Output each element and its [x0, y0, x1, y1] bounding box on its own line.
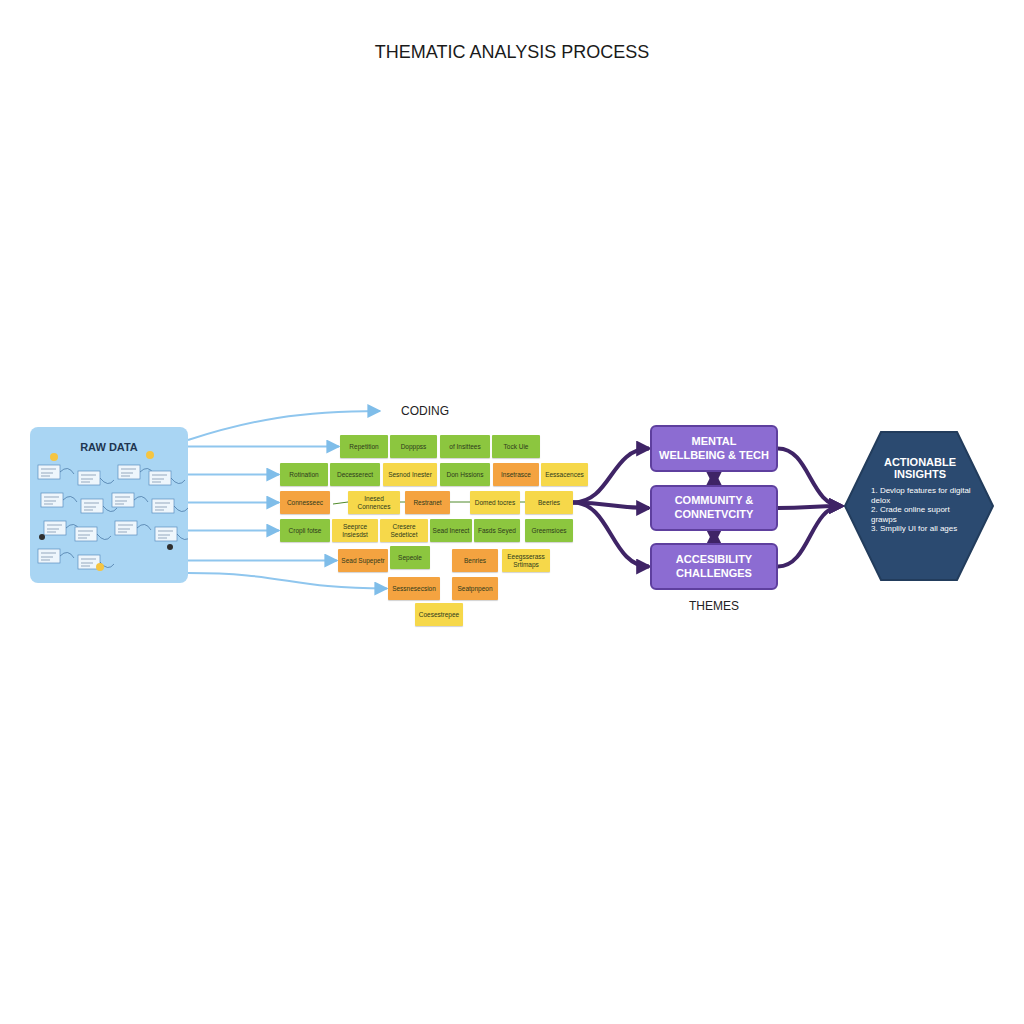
- node-text: RAW DATA: [30, 441, 188, 453]
- node-text: Cresere Sedeticet: [382, 523, 426, 538]
- node-text: Sead Inerect: [432, 527, 470, 534]
- code-note: Domed tocres: [470, 491, 520, 514]
- code-note: Eessacences: [541, 463, 588, 486]
- theme-flow-arrow: [712, 532, 716, 542]
- theme-flow-arrow: [712, 473, 716, 484]
- node-text: Rotination: [282, 471, 326, 478]
- node-text: of Insittees: [442, 443, 488, 450]
- code-note: Eeegsserass Srtimaps: [502, 549, 550, 572]
- data-flow-arrow: [188, 560, 337, 562]
- diagram-title: THEMATIC ANALYSIS PROCESS: [0, 42, 1024, 63]
- code-note: Restranet: [405, 491, 450, 514]
- node-text: Sead Supepetr: [340, 557, 386, 564]
- node-text: Beeries: [527, 499, 571, 506]
- code-note: Sead Inerect: [430, 519, 472, 542]
- node-text: Eessacences: [543, 471, 586, 478]
- code-note: Sessnesecsion: [388, 577, 440, 600]
- node-text: Sessnesecsion: [390, 585, 438, 592]
- code-note: Cresere Sedeticet: [380, 519, 428, 542]
- data-flow-arrow: [188, 573, 387, 589]
- code-note: Repetition: [340, 435, 388, 458]
- node-text: Seatpnpeon: [454, 585, 496, 592]
- theme-box: ACCESIBILITY CHALLENGES: [650, 543, 778, 590]
- node-text: Domed tocres: [472, 499, 518, 506]
- data-flow-arrow: [188, 502, 279, 504]
- node-text: Insetrasce: [495, 471, 537, 478]
- node-text: Eeegsserass Srtimaps: [504, 553, 548, 568]
- node-text: Dopppss: [392, 443, 435, 450]
- node-text: Decesserect: [332, 471, 378, 478]
- node-text: COMMUNITY & CONNETVCITY: [658, 494, 770, 522]
- node-text: Benries: [454, 557, 496, 564]
- node-text: Fasds Seyed: [476, 527, 518, 534]
- insight-hexagon: ACTIONABLE INSIGHTS 1. Devlop features fo…: [843, 430, 995, 582]
- node-text: Sesnod Inester: [385, 471, 435, 478]
- node-text: Restranet: [407, 499, 448, 506]
- node-text: Tock Uie: [494, 443, 538, 450]
- insight-item: 1. Devlop features for digital delox: [871, 486, 973, 505]
- code-note: Cropli fotse: [280, 519, 330, 542]
- node-text: Connesseec: [282, 499, 328, 506]
- code-note: of Insittees: [440, 435, 490, 458]
- node-text: Cropli fotse: [282, 527, 328, 534]
- code-note: Tock Uie: [492, 435, 540, 458]
- code-note: Inesed Connences: [348, 491, 400, 514]
- node-text: Repetition: [342, 443, 386, 450]
- data-flow-arrow: [188, 446, 339, 448]
- code-note: Dopppss: [390, 435, 437, 458]
- code-note: Connesseec: [280, 491, 330, 514]
- node-text: Inesed Connences: [350, 495, 398, 510]
- theme-flow-arrow: [778, 506, 842, 567]
- node-text: ACCESIBILITY CHALLENGES: [658, 553, 770, 581]
- code-note: Don Hssions: [440, 463, 490, 486]
- data-panel: RAW DATA: [30, 427, 188, 583]
- code-note: Sepeole: [390, 546, 430, 569]
- code-note: Sead Supepetr: [338, 549, 388, 572]
- node-text: Don Hssions: [442, 471, 488, 478]
- code-note: Sesnod Inester: [383, 463, 437, 486]
- insight-heading: ACTIONABLE INSIGHTS: [867, 456, 973, 480]
- code-note: Fasds Seyed: [474, 519, 520, 542]
- data-flow-arrow: [188, 530, 279, 532]
- code-note: Rotination: [280, 463, 328, 486]
- code-note: Decesserect: [330, 463, 380, 486]
- section-label: CODING: [365, 404, 485, 418]
- code-note: Beeries: [525, 491, 573, 514]
- node-text: Greemsioes: [527, 527, 571, 534]
- node-text: Sepeole: [392, 554, 428, 561]
- section-label: THEMES: [654, 599, 774, 613]
- insight-item: 3. Smplily UI for all ages: [871, 524, 973, 534]
- code-note: Seatpnpeon: [452, 577, 498, 600]
- code-note: Greemsioes: [525, 519, 573, 542]
- node-text: Seeprce Insiesdst: [334, 523, 376, 538]
- code-note: Coesestrepee: [415, 603, 463, 626]
- code-note: Seeprce Insiesdst: [332, 519, 378, 542]
- theme-flow-arrow: [573, 503, 649, 567]
- insight-item: 2. Crade online suport grawps: [871, 505, 973, 524]
- theme-box: MENTAL WELLBEING & TECH: [650, 425, 778, 472]
- theme-flow-arrow: [778, 449, 842, 507]
- node-text: MENTAL WELLBEING & TECH: [658, 435, 770, 463]
- theme-box: COMMUNITY & CONNETVCITY: [650, 485, 778, 531]
- code-note: Insetrasce: [493, 463, 539, 486]
- node-text: Coesestrepee: [417, 611, 461, 618]
- data-flow-arrow: [188, 474, 279, 476]
- code-note: Benries: [452, 549, 498, 572]
